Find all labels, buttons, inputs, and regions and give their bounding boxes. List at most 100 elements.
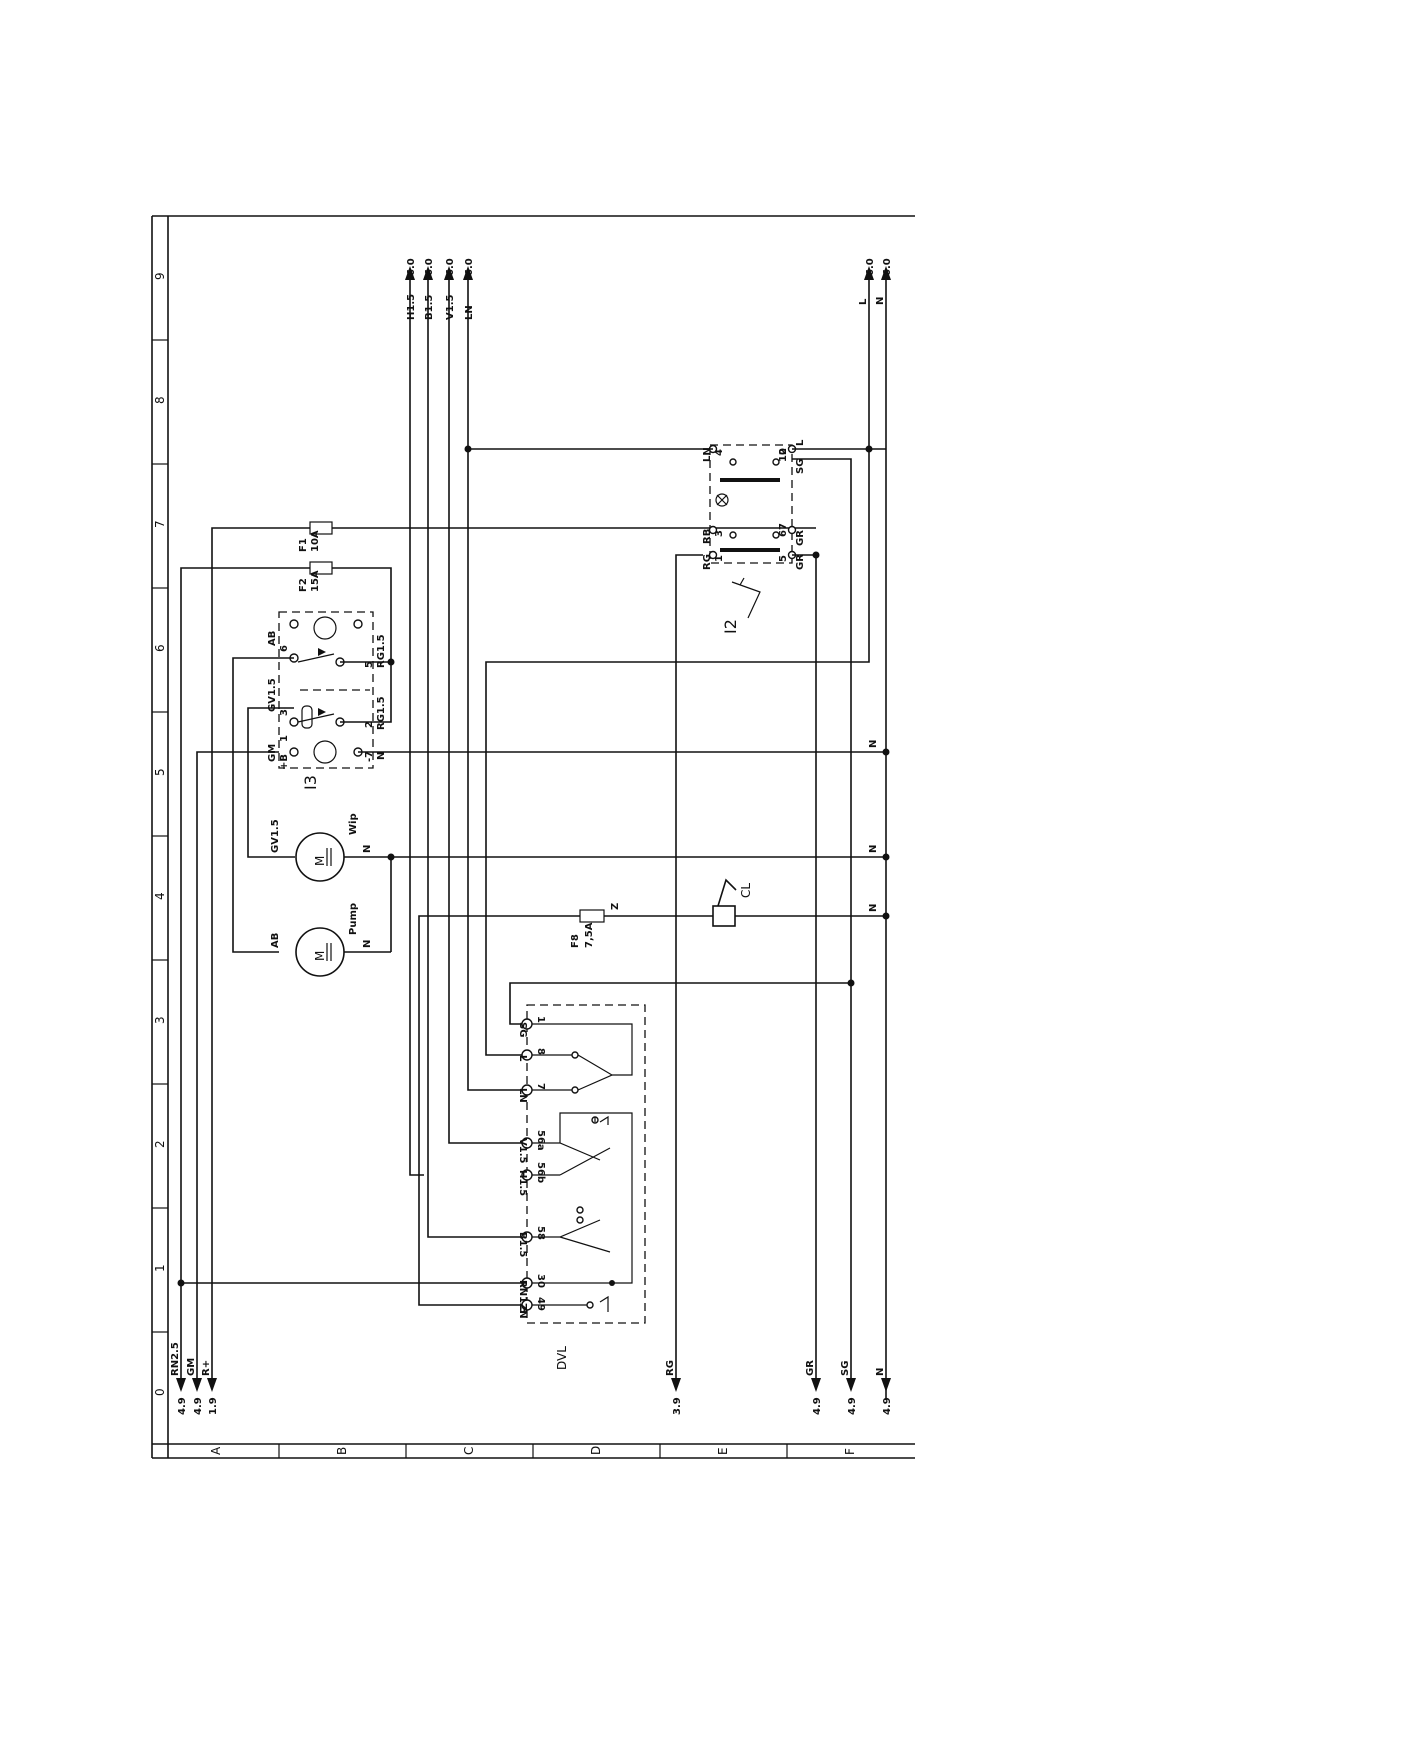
i3-pin-5: 5 [364, 661, 375, 668]
row-number-5: 5 [153, 768, 167, 776]
i2-wire-sg: SG [795, 459, 806, 474]
switch-i3-label: I3 [301, 775, 320, 790]
drawing-frame [151, 215, 915, 1459]
row-number-8: 8 [153, 396, 167, 404]
dvl-terminal-h15: H1.5 [517, 1170, 528, 1196]
bottom-ref-label-n: N [875, 1368, 886, 1376]
neutral-label-1: N [868, 740, 879, 748]
top-ref-code-l: 6.0 [865, 258, 876, 276]
bottom-ref-label-rn25: RN2.5 [170, 1342, 181, 1376]
top-reference-labels: H1.5 6.0 B1.5 6.0 V1.5 6.0 LN 6.0 L 6.0 … [406, 258, 893, 320]
top-ref-label-n: N [875, 297, 886, 305]
fuse-f2: F2 15A [298, 561, 392, 660]
fuse-f2-name: F2 [298, 578, 309, 592]
bottom-ref-label-rg: RG [665, 1360, 676, 1376]
bottom-ref-code-rn25: 4.9 [177, 1397, 188, 1415]
dvl-terminal-v15: V1.5 [517, 1138, 528, 1163]
fuse-f1-rating: 10A [310, 530, 321, 552]
switch-i3[interactable]: I3 GM GV1.5 AB RG1.5 RG1.5 N +B 1 3 6 5 … [232, 611, 890, 953]
fuse-f8: F8 7,5A Z [418, 903, 713, 1306]
top-ref-label-ln: LN [464, 305, 475, 320]
top-ref-label-b15: B1.5 [424, 295, 435, 320]
motor-wip-in: GV1.5 [270, 819, 281, 853]
row-number-1: 1 [153, 1264, 167, 1272]
column-letter-e: E [716, 1447, 730, 1455]
switch-dvl[interactable]: DVL SG L LN V1.5 H1.5 B1.5 RN1.5 ZN 1 8 … [177, 979, 855, 1371]
motor-pump-out: N [362, 940, 373, 948]
i2-wire-gr-a: GR [795, 530, 806, 546]
motor-wip-out: N [362, 845, 373, 853]
row-number-4: 4 [153, 892, 167, 900]
row-number-7: 7 [153, 520, 167, 528]
i3-pin-1: 1 [279, 735, 290, 742]
top-ref-code-ln: 6.0 [464, 258, 475, 276]
dvl-pin-30: 30 [535, 1274, 546, 1288]
i2-pin-3: 3 [714, 530, 725, 537]
i3-wire-ab: AB [267, 631, 278, 646]
dvl-pin-58: 58 [535, 1226, 546, 1240]
top-ref-code-v15: 6.0 [445, 258, 456, 276]
bottom-ref-code-rplus: 1.9 [208, 1397, 219, 1415]
dvl-label: DVL [555, 1346, 569, 1370]
dvl-terminal-ln: LN [517, 1088, 528, 1103]
i3-pin-3: 3 [279, 709, 290, 716]
top-reference-wires [405, 266, 891, 1400]
motor-pump-name: Pump [348, 903, 359, 935]
top-ref-label-v15: V1.5 [445, 295, 456, 320]
i3-wire-gm: GM [267, 744, 278, 762]
i3-wire-rg15-a: RG1.5 [376, 634, 387, 668]
column-letters: A B C D E F [209, 1446, 857, 1455]
dvl-pin-56b: 56b [535, 1162, 546, 1183]
neutral-label-3: N [868, 904, 879, 912]
motor-pump-symbol: M [313, 951, 327, 961]
dvl-terminal-sg: SG [517, 1022, 528, 1037]
i2-pin-6: 6 [778, 530, 789, 537]
bottom-reference-labels: RN2.5 4.9 GM 4.9 R+ 1.9 RG 3.9 GR 4.9 SG… [170, 1342, 893, 1415]
dvl-pin-1: 1 [535, 1016, 546, 1023]
i2-wire-rb: RB [702, 529, 713, 544]
row-number-2: 2 [153, 1140, 167, 1148]
i3-pin-6: 6 [279, 645, 290, 652]
motor-pump-in: AB [270, 933, 281, 948]
fuse-f8-rating: 7,5A [584, 922, 595, 948]
i3-wire-gv15: GV1.5 [267, 678, 278, 712]
bottom-ref-code-gr: 4.9 [812, 1397, 823, 1415]
bottom-reference-wires [176, 458, 891, 1392]
top-ref-code-b15: 6.0 [424, 258, 435, 276]
dvl-pin-49: 49 [535, 1297, 546, 1311]
dvl-terminal-rn15: RN1.5 [517, 1280, 528, 1314]
row-number-9: 9 [153, 272, 167, 280]
fuse-f8-wire: Z [610, 903, 621, 910]
top-ref-label-h15: H1.5 [406, 294, 417, 320]
i3-pin-plusb: +B [279, 754, 290, 770]
neutral-labels: N N N [868, 740, 879, 912]
i2-pin-7: 7 [778, 523, 789, 530]
bottom-ref-label-sg: SG [840, 1361, 851, 1376]
switch-i2[interactable]: I2 LN RB RG L SG GR GR 4 3 1 10 2 6 7 5 [464, 439, 887, 634]
i2-pin-2: 2 [778, 448, 789, 455]
column-letter-f: F [843, 1448, 857, 1455]
i2-pin-4: 4 [714, 449, 725, 456]
top-ref-code-h15: 6.0 [406, 258, 417, 276]
row-numbers: 0 1 2 3 4 5 6 7 8 9 [153, 272, 167, 1396]
i3-wire-rg15-b: RG1.5 [376, 696, 387, 730]
i3-wire-n: N [376, 752, 387, 760]
motor-wip-symbol: M [313, 856, 327, 866]
fuse-f8-name: F8 [570, 934, 581, 948]
i3-pin-2: 2 [364, 721, 375, 728]
bottom-ref-label-gr: GR [805, 1360, 816, 1376]
i2-pin-1: 1 [714, 555, 725, 562]
row-number-3: 3 [153, 1016, 167, 1024]
bottom-ref-label-gm: GM [186, 1358, 197, 1376]
fuse-f1-name: F1 [298, 538, 309, 552]
bottom-ref-code-n: 4.9 [882, 1397, 893, 1415]
column-letter-a: A [209, 1446, 223, 1455]
i2-pin-5: 5 [778, 555, 789, 562]
bottom-ref-label-rplus: R+ [201, 1360, 212, 1376]
i2-wire-l: L [795, 439, 806, 446]
fuse-f1: F1 10A [298, 521, 816, 552]
top-ref-code-n: 6.0 [882, 258, 893, 276]
dvl-terminal-l: L [517, 1055, 528, 1062]
column-letter-d: D [589, 1446, 603, 1455]
